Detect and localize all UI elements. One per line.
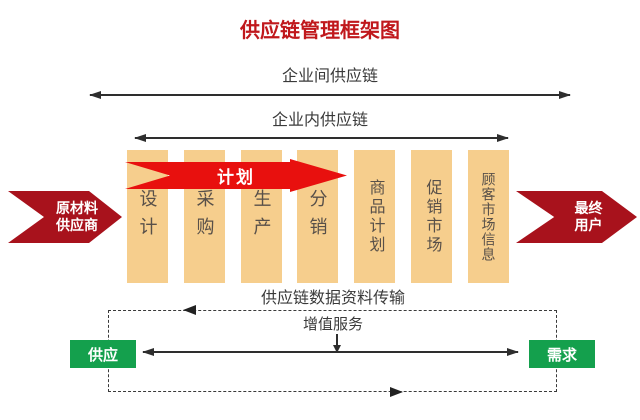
process-bar-label: 设计: [137, 188, 158, 245]
plan-arrow-label: 计划: [217, 168, 255, 187]
flow-arrowhead-left-icon: [183, 305, 196, 315]
process-bar-label: 分销: [307, 188, 328, 245]
intra-enterprise-chain-arrow: [135, 137, 508, 139]
data-transfer-label: 供应链数据资料传输: [260, 290, 405, 307]
supply-demand-arrow: [143, 351, 518, 353]
value-added-label: 增值服务: [302, 316, 363, 333]
raw-material-supplier-label: 原材料 供应商: [56, 200, 98, 233]
raw-material-supplier-arrow: 原材料 供应商: [8, 191, 122, 243]
process-bar-customer-market-info: 顾客市场信息: [468, 150, 509, 283]
plan-arrow-shape: [125, 159, 347, 192]
process-bar-production: 生产: [241, 150, 282, 283]
inter-enterprise-chain-arrow: [90, 94, 570, 96]
intra-enterprise-chain-label: 企业内供应链: [271, 112, 368, 129]
process-bar-label: 顾客市场信息: [480, 171, 497, 262]
demand-box: 需求: [529, 340, 595, 368]
value-added-down-arrow-icon: [336, 334, 338, 345]
process-bar-merchandise-planning: 商品计划: [354, 150, 395, 283]
process-bar-promotion-market: 促销市场: [411, 150, 452, 283]
flow-arrowhead-right-icon: [390, 387, 403, 397]
end-user-label: 最终 用户: [574, 200, 603, 233]
diagram-title: 供应链管理框架图: [240, 20, 400, 42]
process-bar-label: 商品计划: [366, 178, 384, 255]
process-bar-label: 促销市场: [423, 178, 441, 255]
raw-material-supplier-arrow-shape: [8, 191, 122, 243]
supply-box: 供应: [70, 340, 136, 368]
process-bar-label: 采购: [194, 188, 215, 245]
end-user-arrow-shape: [516, 191, 637, 243]
plan-arrow: 计划: [125, 159, 347, 192]
end-user-arrow: 最终 用户: [516, 191, 637, 243]
inter-enterprise-chain-label: 企业间供应链: [281, 68, 378, 85]
process-bar-label: 生产: [251, 188, 272, 245]
